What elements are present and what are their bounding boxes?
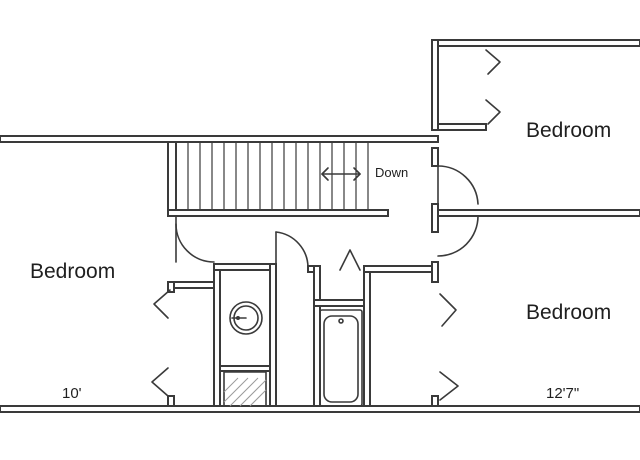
closet-stub-top-right bbox=[437, 123, 487, 131]
tub-drain bbox=[338, 318, 344, 324]
stair-treads bbox=[175, 142, 369, 210]
upper-right-wing-wall-lower bbox=[431, 147, 439, 167]
bathtub-basin bbox=[323, 315, 359, 403]
linen-closet bbox=[223, 371, 267, 407]
tub-alcove-left-wall bbox=[313, 265, 321, 407]
bottom-right-bedroom-door bbox=[437, 215, 479, 257]
upper-right-wing-wall bbox=[431, 39, 439, 131]
right-bedroom-jamb-top bbox=[431, 261, 439, 283]
tub-alcove-top-wall bbox=[313, 299, 371, 307]
dimension-right: 12'7" bbox=[546, 385, 580, 402]
room-label-bedroom-top-right: Bedroom bbox=[526, 119, 612, 142]
divider-wall-jamb bbox=[431, 203, 439, 233]
room-label-bedroom-left: Bedroom bbox=[30, 260, 116, 283]
right-bedroom-top-left-wall bbox=[363, 265, 439, 273]
stair-bottom-wall bbox=[167, 209, 389, 217]
closet-bifold-right-1 bbox=[439, 293, 457, 327]
left-closet-right-wall bbox=[213, 263, 221, 407]
closet-bifold-right-2 bbox=[439, 371, 459, 401]
room-label-bedroom-bottom-right: Bedroom bbox=[526, 301, 612, 324]
linen-hatch bbox=[223, 377, 267, 407]
tub-alcove-right-wall bbox=[363, 265, 371, 407]
dimension-left: 10' bbox=[62, 385, 82, 402]
closet-bifold-left-2 bbox=[151, 367, 169, 397]
bedroom-divider-wall bbox=[431, 209, 640, 217]
sink bbox=[229, 301, 263, 335]
top-wall-right bbox=[431, 39, 640, 47]
left-closet-jamb bbox=[167, 281, 175, 293]
tub-alcove-door bbox=[339, 249, 361, 271]
linen-shelf-wall bbox=[219, 365, 271, 372]
bath-right-wall bbox=[269, 263, 277, 407]
stair-left-wall bbox=[167, 141, 177, 215]
bath-door bbox=[275, 231, 309, 269]
right-bedroom-jamb-bottom bbox=[431, 395, 439, 407]
left-bedroom-door bbox=[175, 215, 215, 263]
double-arrow-icon bbox=[321, 167, 361, 181]
closet-bifold-top-right-1 bbox=[485, 49, 501, 75]
closet-bifold-top-right-2 bbox=[485, 99, 501, 125]
top-wall-left bbox=[0, 135, 439, 143]
left-closet-jamb-bottom bbox=[167, 395, 175, 407]
stair-direction-label: Down bbox=[375, 165, 409, 180]
bath-top-wall bbox=[213, 263, 277, 271]
left-closet-top-wall bbox=[167, 281, 221, 289]
closet-bifold-left-1 bbox=[153, 289, 171, 319]
bathtub bbox=[319, 309, 363, 407]
top-right-bedroom-door bbox=[437, 165, 479, 205]
